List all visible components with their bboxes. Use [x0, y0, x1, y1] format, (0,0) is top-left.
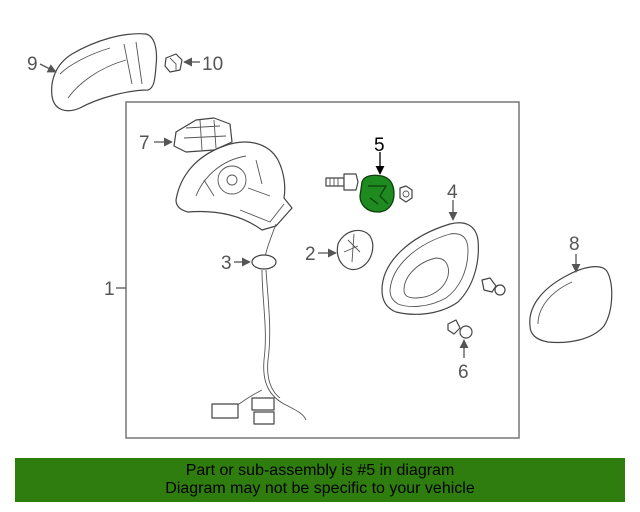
banner-line-disclaimer: Diagram may not be specific to your vehi… [165, 480, 475, 497]
actuator-part[interactable] [173, 117, 233, 153]
screw-part[interactable] [481, 277, 506, 296]
callout-10: 10 [202, 54, 223, 75]
callout-2: 2 [305, 244, 316, 265]
banner-line-part-info: Part or sub-assembly is #5 in diagram [185, 462, 455, 479]
mirror-glass-part[interactable] [529, 266, 613, 344]
callout-4: 4 [447, 182, 458, 203]
callout-3: 3 [221, 253, 232, 274]
mirror-base-housing[interactable] [175, 141, 293, 231]
clip-part[interactable] [164, 53, 183, 73]
leader-9 [39, 63, 57, 73]
callout-6: 6 [458, 362, 469, 383]
callout-1: 1 [104, 279, 115, 300]
mirror-cover-part[interactable] [51, 33, 158, 112]
nut-part[interactable] [399, 185, 413, 203]
highlighted-part-5[interactable] [359, 174, 395, 213]
screw-6-part[interactable] [447, 319, 473, 339]
callout-8: 8 [569, 234, 580, 255]
callout-5: 5 [374, 135, 385, 156]
callout-9: 9 [27, 54, 38, 75]
assembly-frame [125, 101, 520, 439]
callout-7: 7 [139, 133, 150, 154]
parts-diagram: 9 10 7 5 4 2 3 8 1 6 [27, 33, 613, 439]
actuator-plate-part[interactable] [336, 229, 374, 271]
info-banner: Part or sub-assembly is #5 in diagram Di… [15, 458, 625, 502]
mirror-glass-backing-part[interactable] [381, 222, 479, 315]
bolt-part[interactable] [325, 173, 359, 191]
wiring-harness-part[interactable] [211, 223, 307, 425]
